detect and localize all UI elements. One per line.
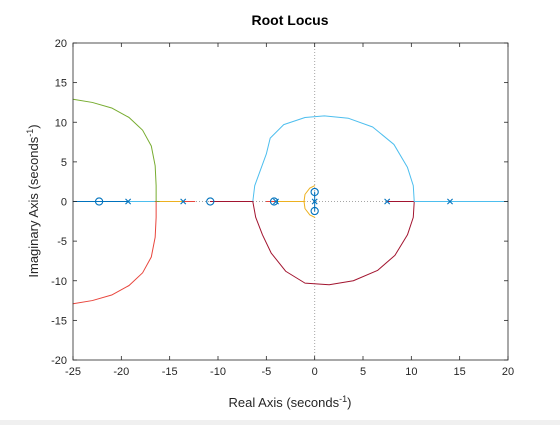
- y-tick-label: -20: [51, 355, 67, 367]
- x-tick-label: -5: [261, 366, 271, 378]
- zero-marker-3: [269, 197, 279, 206]
- pole-marker-5: [384, 198, 391, 205]
- locus-branch-7: [72, 98, 157, 202]
- y-tick-label: -10: [51, 276, 67, 288]
- x-tick-label: -25: [65, 366, 81, 378]
- y-tick-label: 10: [55, 117, 67, 129]
- locus-branch-17: [252, 201, 415, 286]
- y-axis-label-text: Imaginary Axis (seconds: [26, 136, 41, 277]
- locus-branch-12: [303, 185, 316, 202]
- x-ticks: -25 -20 -15 -10 -5 0 5 10 15 20: [65, 43, 514, 378]
- x-tick-label: 0: [312, 366, 318, 378]
- x-axis-label: Real Axis (seconds-1): [229, 394, 352, 410]
- pole-marker-6: [447, 198, 453, 205]
- y-tick-label: 15: [55, 78, 67, 90]
- x-axis-label-text: Real Axis (seconds: [229, 395, 340, 410]
- x-axis-label-exponent: -1: [339, 394, 347, 404]
- chart-title: Root Locus: [252, 12, 329, 28]
- y-tick-label: 5: [61, 157, 67, 169]
- x-tick-label: 20: [502, 366, 514, 378]
- y-tick-label: 20: [55, 38, 67, 50]
- x-axis-label-close: ): [347, 395, 351, 410]
- pole-marker-2: [180, 198, 187, 205]
- y-tick-label: -5: [57, 236, 67, 248]
- pole-marker-1: [125, 198, 132, 205]
- zero-marker-1: [94, 197, 104, 206]
- y-axis-label-close: ): [26, 124, 41, 128]
- x-tick-label: 5: [360, 366, 366, 378]
- pole-zero-markers: [94, 187, 453, 216]
- y-axis-label: Imaginary Axis (seconds-1): [25, 124, 41, 277]
- y-axis-label-exponent: -1: [25, 129, 35, 137]
- locus-branch-16: [252, 115, 415, 202]
- y-tick-label: -15: [51, 315, 67, 327]
- locus-branches: [72, 98, 509, 305]
- pole-marker-4: [311, 198, 318, 205]
- x-tick-label: -15: [162, 366, 178, 378]
- locus-branch-13: [303, 201, 316, 218]
- zero-marker-2: [206, 197, 215, 206]
- y-ticks: -20 -15 -10 -5 0 5 10 15 20: [51, 38, 508, 367]
- x-tick-label: -10: [210, 366, 226, 378]
- zero-marker-4: [310, 187, 319, 197]
- x-tick-label: 10: [405, 366, 417, 378]
- locus-branch-8: [72, 201, 157, 305]
- x-tick-label: -20: [113, 366, 129, 378]
- zero-marker-5: [310, 206, 319, 216]
- y-tick-label: 0: [61, 197, 67, 209]
- x-tick-label: 15: [454, 366, 466, 378]
